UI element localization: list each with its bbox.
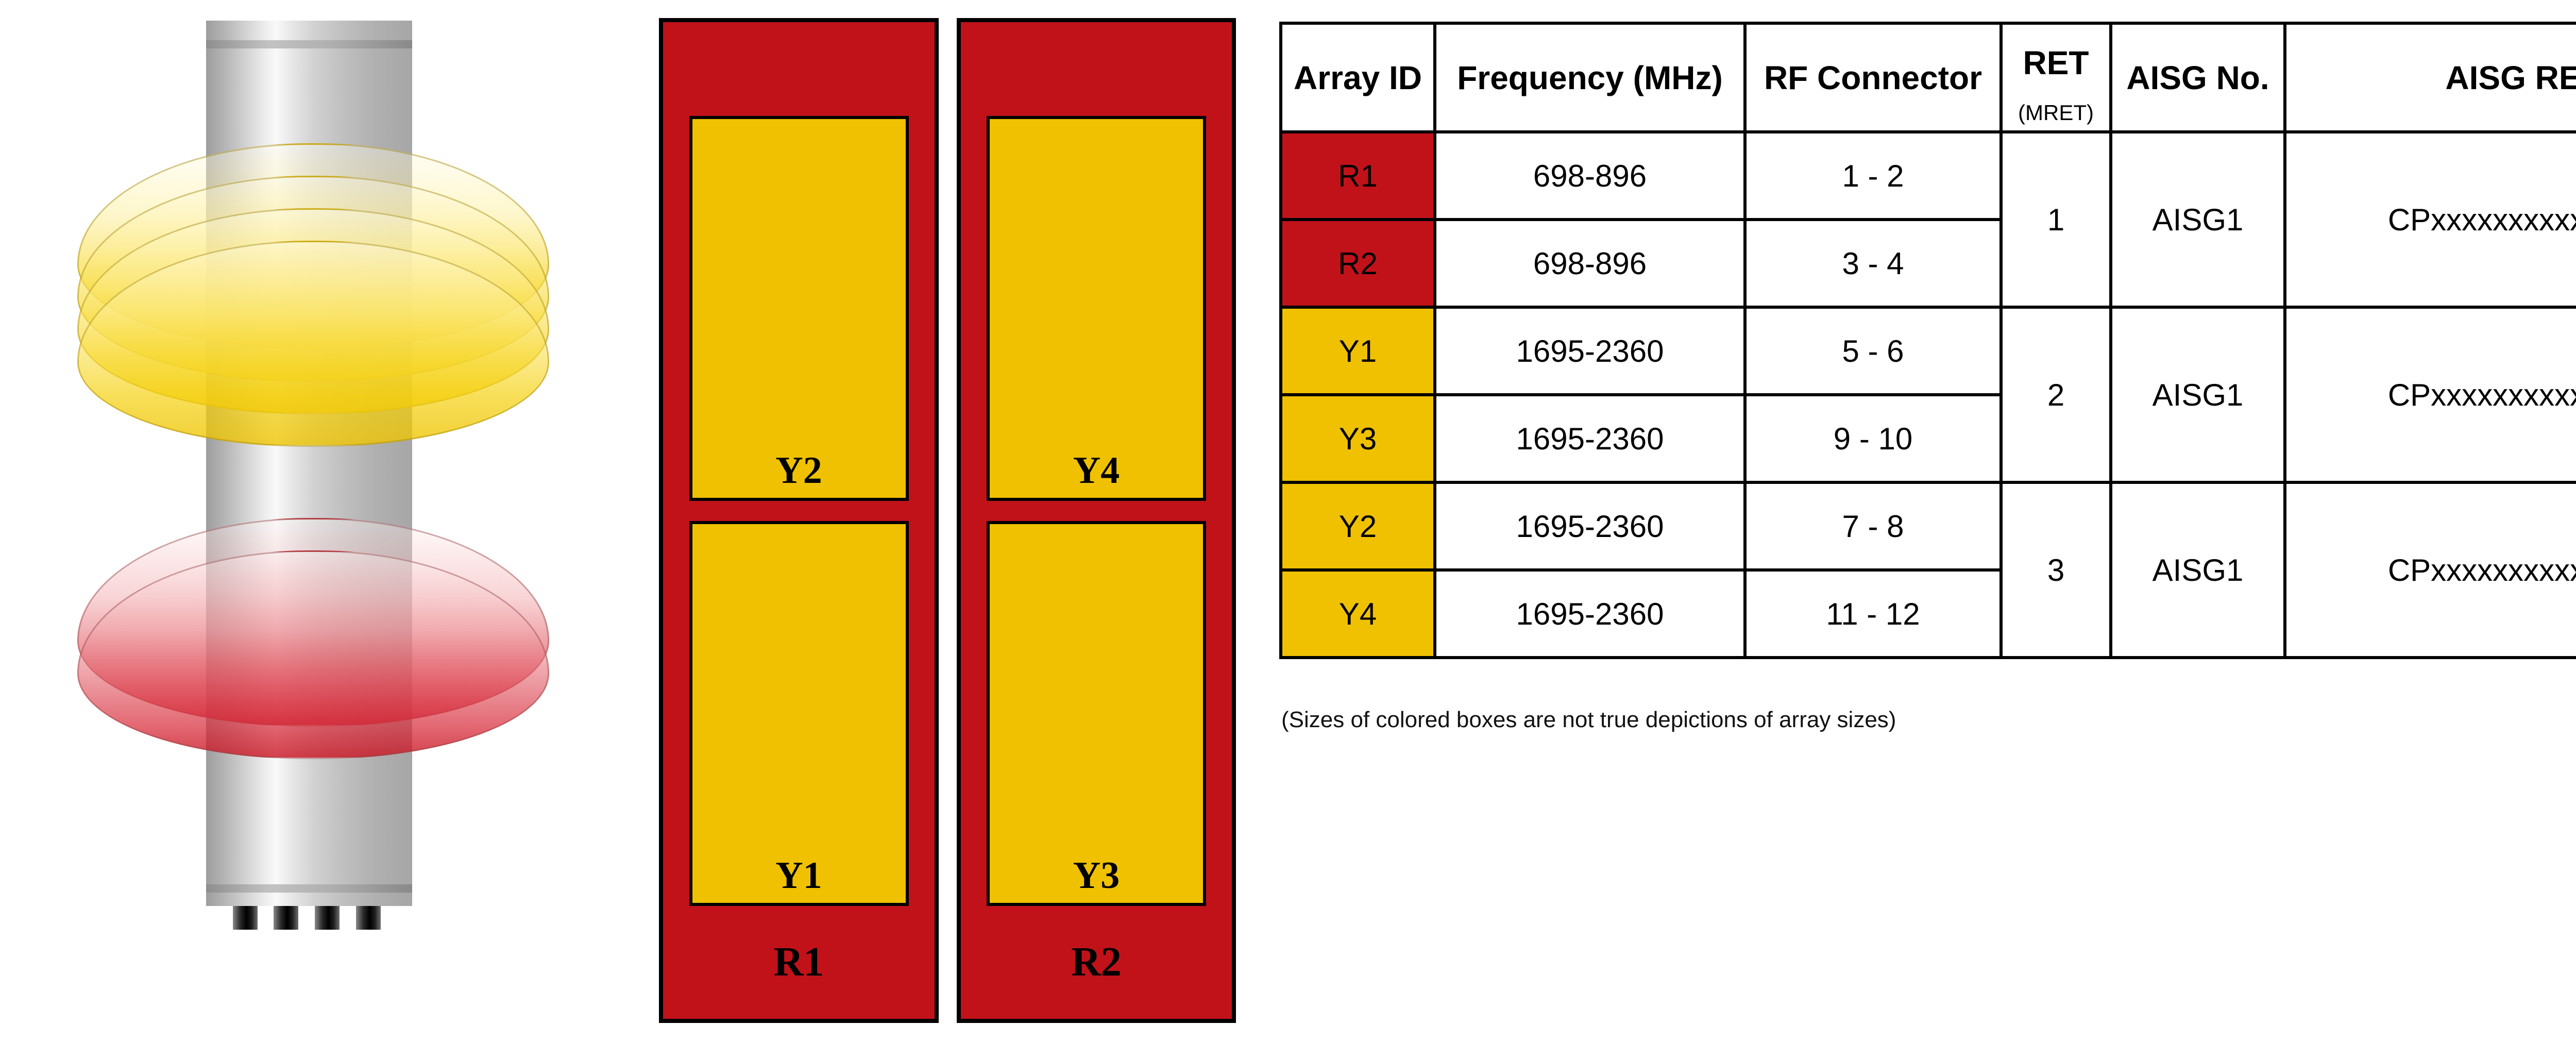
array-box-y3: Y3 [987,521,1206,906]
yellow-beam-pattern [77,241,549,447]
frequency-cell: 1695-2360 [1433,568,1747,659]
rf-connector-stub [274,906,298,930]
frequency-cell: 698-896 [1433,130,1747,221]
table-row: Y1 1695-2360 5 - 6 2 AISG1 CPxxxxxxxxxxx… [1279,306,2576,484]
note-text: (Sizes of colored boxes are not true dep… [1281,707,1896,732]
col-header-array-id: Array ID [1279,22,1436,133]
col-header-rf-connector: RF Connector [1743,22,2003,133]
array-id-cell: Y1 [1279,306,1436,396]
aisg-ret-uid-cell: CPxxxxxxxxxxxxxxMM.2 [2283,306,2576,484]
col-header-ret: RET (MRET) [1999,22,2112,133]
aisg-no-cell: AISG1 [2109,481,2286,659]
table-row: Y4 1695-2360 11 - 12 [1279,568,2576,659]
aisg-no-cell: AISG1 [2109,130,2286,309]
array-id-cell: Y2 [1279,481,1436,572]
rf-connector-cell: 3 - 4 [1743,218,2003,309]
array-box-label: Y1 [775,854,822,897]
array-box-label: Y2 [775,449,822,492]
rf-connector-cell: 5 - 6 [1743,306,2003,396]
ret-cell: 3 [1999,481,2112,659]
table-row: Y2 1695-2360 7 - 8 3 AISG1 CPxxxxxxxxxxx… [1279,481,2576,659]
array-id-cell: R2 [1279,218,1436,309]
rf-connector-cell: 11 - 12 [1743,568,2003,659]
panel-label-r1: R1 [773,939,824,985]
aisg-ret-uid-cell: CPxxxxxxxxxxxxxxMM.1 [2283,130,2576,309]
array-id-cell: Y4 [1279,568,1436,659]
col-header-aisg-ret-uid: AISG RET UID [2283,22,2576,133]
table-row: R1 698-896 1 - 2 1 AISG1 CPxxxxxxxxxxxxx… [1279,130,2576,309]
table-row: Y3 1695-2360 9 - 10 [1279,393,2576,484]
rf-connector-cell: 9 - 10 [1743,393,2003,484]
rf-connector-stub [356,906,381,930]
col-header-aisg-no: AISG No. [2109,22,2286,133]
mast-bottom-seam [206,884,412,893]
rf-connector-cell: 1 - 2 [1743,130,2003,221]
array-panel-r2: Y4 Y3 R2 [957,18,1236,1023]
frequency-cell: 1695-2360 [1433,481,1747,572]
panel-label-r2: R2 [1071,939,1122,985]
table-header-row: Array ID Frequency (MHz) RF Connector RE… [1279,22,2576,133]
rf-connector-stub [315,906,340,930]
aisg-no-cell: AISG1 [2109,306,2286,484]
col-header-frequency: Frequency (MHz) [1433,22,1747,133]
array-box-y2: Y2 [689,116,909,501]
spec-table: Array ID Frequency (MHz) RF Connector RE… [1279,22,2576,659]
array-box-y1: Y1 [689,521,909,906]
ret-header-main: RET [2023,44,2089,81]
ret-cell: 2 [1999,306,2112,484]
array-box-label: Y3 [1073,854,1120,897]
array-box-label: Y4 [1073,449,1120,492]
array-panel-r1: Y2 Y1 R1 [659,18,939,1023]
frequency-cell: 698-896 [1433,218,1747,309]
array-id-cell: Y3 [1279,393,1436,484]
table-row: R2 698-896 3 - 4 [1279,218,2576,309]
mast-top-seam [206,40,412,48]
array-id-cell: R1 [1279,130,1436,221]
array-box-y4: Y4 [987,116,1206,501]
ret-cell: 1 [1999,130,2112,309]
antenna-illustration [0,0,644,1041]
ret-header-sub: (MRET) [2018,100,2094,125]
aisg-ret-uid-cell: CPxxxxxxxxxxxxxxMM.3 [2283,481,2576,659]
rf-connector-stub [233,906,258,930]
frequency-cell: 1695-2360 [1433,393,1747,484]
frequency-cell: 1695-2360 [1433,306,1747,396]
rf-connector-cell: 7 - 8 [1743,481,2003,572]
